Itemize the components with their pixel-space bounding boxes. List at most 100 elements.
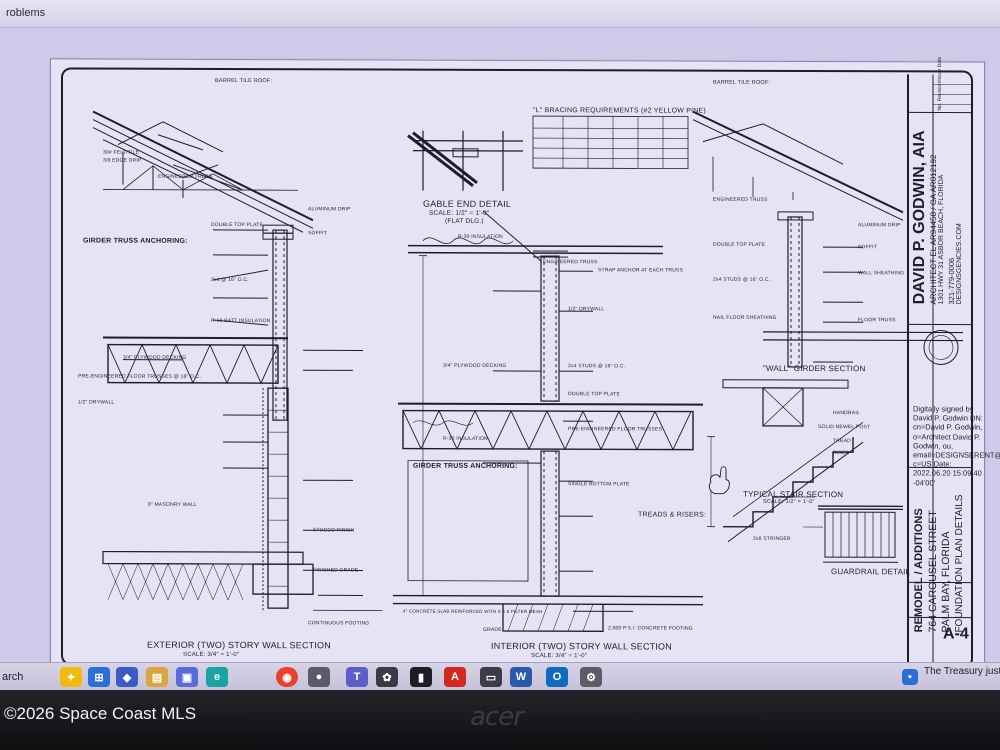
note-mid: DOUBLE TOP PLATE xyxy=(568,391,621,398)
note-left: 3/8 EDGE DRIP xyxy=(103,157,142,164)
gable-end-sub: (FLAT DLG.) xyxy=(445,217,484,225)
note-mid: 4" CONCRETE SLAB REINFORCED WITH 6 X 6 F… xyxy=(403,608,543,615)
girder-anchoring-title-2: GIRDER TRUSS ANCHORING: xyxy=(413,462,518,471)
architect-name: DAVID P. GODWIN, AIA xyxy=(911,130,928,305)
note-mid: STRAP ANCHOR AT EACH TRUSS xyxy=(598,267,684,274)
note-right: FLOOR TRUSS xyxy=(858,317,896,324)
outlook-icon[interactable]: O xyxy=(546,667,568,687)
note-left: ENGINEERED TRUSS xyxy=(158,173,213,180)
interior-wall-title: INTERIOR (TWO) STORY WALL SECTION xyxy=(491,640,672,652)
note-right: 2x4 STUDS @ 16" O.C. xyxy=(713,276,771,283)
note-mid: GRADE xyxy=(483,626,502,633)
note-mid: SINGLE BOTTOM PLATE xyxy=(568,481,630,488)
project-type: REMODEL / ADDITIONS xyxy=(913,508,925,633)
construction-drawing xyxy=(92,74,973,669)
note-right: HANDRAIL xyxy=(833,410,860,417)
note-right: RISER xyxy=(833,450,850,457)
app-icon[interactable]: ▮ xyxy=(410,667,432,687)
news-widget-text[interactable]: The Treasury just m xyxy=(924,666,1000,677)
note-right: WALL SHEATHING xyxy=(858,270,905,277)
note-right: ENGINEERED TRUSS xyxy=(713,196,768,203)
note-left: 2x4 @ 16" O.C. xyxy=(211,276,249,284)
file-explorer-icon[interactable]: ▤ xyxy=(146,667,168,687)
start-icon[interactable]: ⊞ xyxy=(88,667,110,687)
note-mid: 3/4" PLYWOOD DECKING xyxy=(443,362,507,369)
note-mid: PRE-ENGINEERED FLOOR TRUSSES xyxy=(568,426,663,433)
note-mid: 2,500 P.S.I. CONCRETE FOOTING xyxy=(608,625,693,632)
note-right: 2x8 STRINGER xyxy=(753,535,791,542)
note-left: CONTINUOUS FOOTING xyxy=(308,620,370,627)
note-right: SOLID NEWEL POST xyxy=(818,424,871,431)
note-left: 30# FELT/TILE xyxy=(103,149,140,156)
architect-phone: 321-779-0006 xyxy=(947,257,956,305)
gable-end-title: GABLE END DETAIL xyxy=(423,198,512,209)
teams-icon[interactable]: T xyxy=(346,667,368,687)
note-left: FINISHED GRADE xyxy=(313,567,359,574)
architect-license: ARCHITECT EL AR94458 / GA AR012192 xyxy=(929,154,938,305)
barrel-tile-title-2: BARREL TILE ROOF: xyxy=(713,79,771,86)
project-city: PALM BAY, FLORIDA xyxy=(940,531,952,633)
copilot-icon[interactable]: ◆ xyxy=(116,667,138,687)
taskbar-search[interactable]: arch xyxy=(2,671,24,683)
bracing-title: "L" BRACING REQUIREMENTS (#2 YELLOW PINE… xyxy=(533,107,706,115)
girder-anchoring-title: GIRDER TRUSS ANCHORING: xyxy=(83,237,188,245)
widgets-icon[interactable]: ✦ xyxy=(60,667,82,687)
interior-wall-scale: SCALE: 3/4" = 1'-0" xyxy=(531,653,588,660)
camera-icon[interactable]: ● xyxy=(308,667,330,687)
note-left: ALUMINUM DRIP xyxy=(308,206,351,213)
monitor-bezel: acer xyxy=(0,690,1000,750)
note-left: PRE-ENGINEERED FLOOR TRUSSES @ 16" O.C. xyxy=(78,373,202,380)
note-left: R-19 BATT INSULATION xyxy=(211,317,271,325)
window-title: roblems xyxy=(6,7,46,19)
taskbar: arch ✦ ⊞ ◆ ▤ ▣ e ◉ ● T ✿ ▮ A ▭ W O ⚙ ▪ T… xyxy=(0,662,1000,690)
exterior-wall-scale: SCALE: 3/4" = 1'-0" xyxy=(183,651,240,659)
revision-header: No. Revision/Issue Date xyxy=(937,56,943,111)
project-street: 764 CAROUSEL STREET xyxy=(927,510,939,633)
sheet-title: FOUNDATION PLAN DETAILS xyxy=(954,494,965,633)
note-left: 1/2" DRYWALL xyxy=(78,399,115,406)
terminal-icon[interactable]: ▭ xyxy=(480,667,502,687)
note-left: 3/4" PLYWOOD DECKING xyxy=(123,354,187,361)
typical-stair-title: TYPICAL STAIR SECTION xyxy=(743,489,844,500)
app-title-bar: roblems xyxy=(0,0,1000,28)
note-right: SOFFIT xyxy=(858,244,877,251)
architect-web: DESIGNSGENCIES.COM xyxy=(956,223,963,305)
news-icon[interactable]: ▪ xyxy=(902,669,918,685)
typical-stair-scale: SCALE: 1/2" = 1'-0" xyxy=(763,498,815,506)
acrobat-icon[interactable]: A xyxy=(444,667,466,687)
note-left: STUCCO FINISH xyxy=(313,527,355,534)
chatgpt-icon[interactable]: ✿ xyxy=(376,667,398,687)
document-viewer[interactable]: DAVID P. GODWIN, AIA ARCHITECT EL AR9445… xyxy=(0,28,1000,677)
note-mid: R-30 INSULATION xyxy=(443,435,488,442)
chrome-icon[interactable]: ◉ xyxy=(276,667,298,687)
gable-end-scale: SCALE: 1/2" = 1'-0" xyxy=(429,209,490,217)
note-right: ALUMINUM DRIP xyxy=(858,222,901,229)
note-right: TREAD xyxy=(833,438,851,445)
watermark: ©2026 Space Coast MLS xyxy=(4,704,197,723)
note-left: 8" MASONRY WALL xyxy=(148,501,197,508)
word-icon[interactable]: W xyxy=(510,667,532,687)
note-mid: ENGINEERED TRUSS xyxy=(543,259,598,266)
exterior-wall-title: EXTERIOR (TWO) STORY WALL SECTION xyxy=(147,639,331,651)
barrel-tile-title: BARREL TILE ROOF: xyxy=(215,77,273,85)
drawing-sheet: DAVID P. GODWIN, AIA ARCHITECT EL AR9445… xyxy=(50,57,1000,677)
monitor-screen: roblems xyxy=(0,0,1000,690)
note-mid: 1/2" DRYWALL xyxy=(568,306,605,313)
note-left: DOUBLE TOP PLATE xyxy=(211,221,264,229)
note-right: DOUBLE TOP PLATE xyxy=(713,241,766,248)
guardrail-title: GUARDRAIL DETAIL xyxy=(831,567,911,577)
wall-girder-title: "WALL" GIRDER SECTION xyxy=(763,363,866,374)
note-mid: R-30 INSULATION xyxy=(458,233,503,240)
architect-address: 1301 HWY 31 ASBOR BEACH, FLORIDA xyxy=(938,174,945,305)
monitor-brand: acer xyxy=(470,702,524,732)
sheet-border: DAVID P. GODWIN, AIA ARCHITECT EL AR9445… xyxy=(61,57,1000,669)
settings-icon[interactable]: ⚙ xyxy=(580,667,602,687)
digital-signature: Digitally signed by David P. Godwin DN: … xyxy=(913,404,1000,488)
edge-icon[interactable]: e xyxy=(206,667,228,687)
note-mid: 2x4 STUDS @ 16" O.C. xyxy=(568,363,626,370)
note-left: SOFFIT xyxy=(308,230,327,237)
note-right: NAIL FLOOR SHEATHING xyxy=(713,314,777,321)
treads-risers-title: TREADS & RISERS: xyxy=(638,511,707,519)
store-icon[interactable]: ▣ xyxy=(176,667,198,687)
